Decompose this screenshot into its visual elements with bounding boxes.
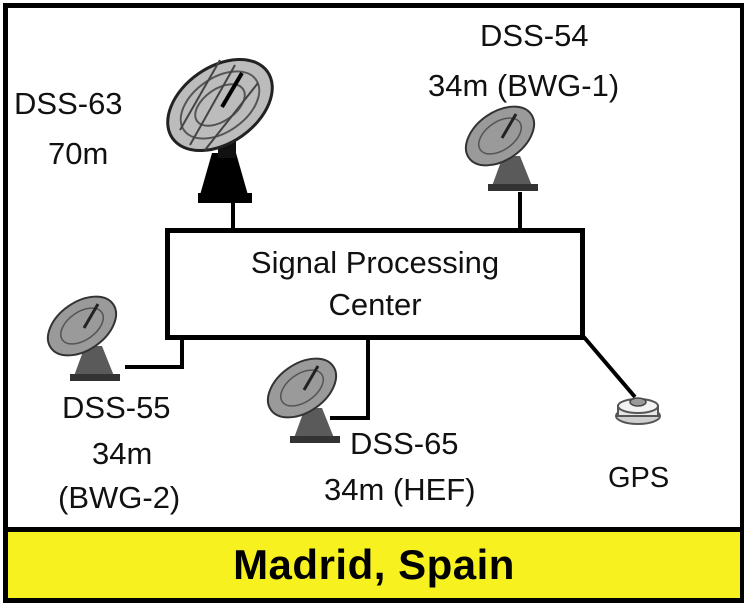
gps-receiver-icon — [612, 390, 664, 426]
satellite-dish-icon — [150, 45, 280, 205]
center-label-line1: Signal Processing — [251, 242, 499, 284]
dss55-size: 34m — [92, 434, 152, 474]
link-gps — [583, 336, 635, 397]
link-dss55 — [125, 338, 182, 367]
dss65-name: DSS-65 — [350, 424, 459, 464]
satellite-dish-icon — [260, 350, 350, 445]
center-label-line2: Center — [328, 284, 421, 326]
dss54-size: 34m (BWG-1) — [428, 66, 619, 106]
dss63-name: DSS-63 — [14, 84, 123, 124]
dss63-size: 70m — [48, 134, 108, 174]
gps-label: GPS — [608, 458, 669, 498]
dss65-size: 34m (HEF) — [324, 470, 476, 510]
signal-processing-center: Signal Processing Center — [165, 228, 585, 340]
location-banner: Madrid, Spain — [8, 527, 740, 598]
satellite-dish-icon — [40, 288, 130, 383]
dss55-name: DSS-55 — [62, 388, 171, 428]
satellite-dish-icon — [458, 98, 548, 193]
dss54-name: DSS-54 — [480, 16, 589, 56]
dss55-type: (BWG-2) — [58, 478, 180, 518]
location-label: Madrid, Spain — [233, 541, 515, 589]
